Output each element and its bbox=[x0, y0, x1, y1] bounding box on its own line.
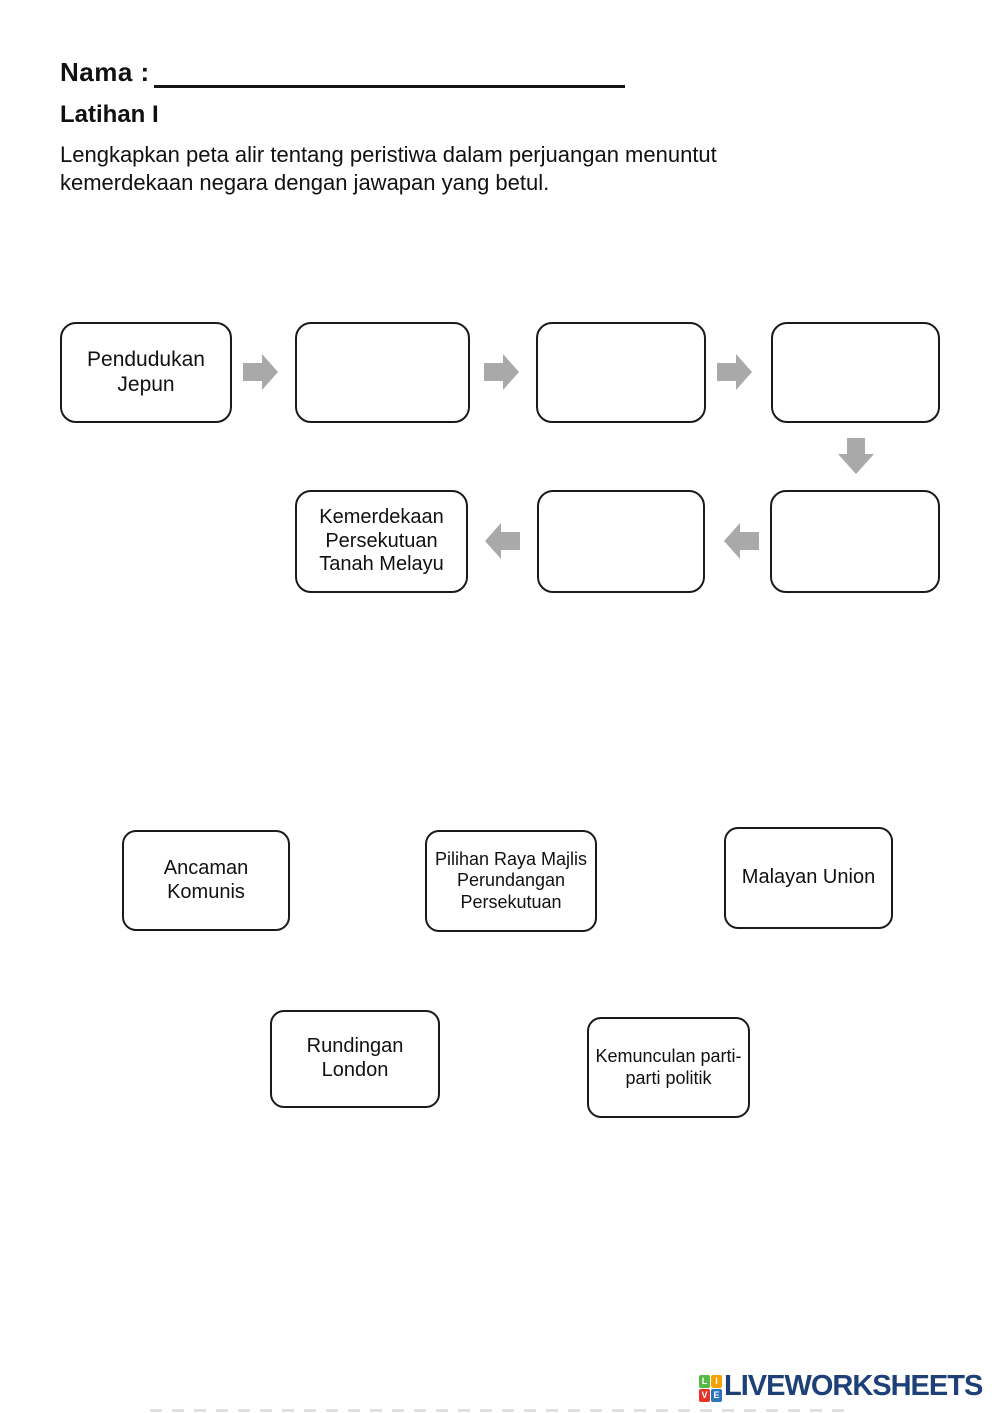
arrow-left-icon bbox=[723, 521, 759, 561]
flow-box-step-1: Pendudukan Jepun bbox=[60, 322, 232, 423]
logo-letter-e: E bbox=[711, 1388, 722, 1402]
liveworksheets-wordmark: LIVEWORKSHEETS bbox=[724, 1370, 983, 1402]
word-bank-kemunculan-parti[interactable]: Kemunculan parti-parti politik bbox=[587, 1017, 750, 1118]
cutoff-text-artifact bbox=[150, 1409, 850, 1412]
exercise-title: Latihan I bbox=[60, 101, 159, 128]
instructions: Lengkapkan peta alir tentang peristiwa d… bbox=[60, 141, 860, 197]
flow-box-final-label: Kemerdekaan Persekutuan Tanah Melayu bbox=[319, 506, 444, 576]
word-bank-malayan-union[interactable]: Malayan Union bbox=[724, 827, 893, 929]
word-bank-label: Malayan Union bbox=[741, 866, 876, 889]
flow-box-step-1-label: Pendudukan Jepun bbox=[87, 347, 205, 396]
liveworksheets-grid-icon: L I V E bbox=[699, 1374, 722, 1402]
name-row: Nama : bbox=[60, 56, 625, 88]
instructions-line-2: kemerdekaan negara dengan jawapan yang b… bbox=[60, 170, 550, 196]
arrow-down-icon bbox=[836, 438, 876, 475]
word-bank-ancaman-komunis[interactable]: Ancaman Komunis bbox=[122, 830, 290, 931]
logo-letter-v: V bbox=[699, 1388, 710, 1402]
word-bank-label: Kemunculan parti-parti politik bbox=[595, 1046, 742, 1088]
word-bank-label: Ancaman Komunis bbox=[163, 856, 249, 903]
logo-letter-l: L bbox=[699, 1374, 710, 1388]
word-bank-label: Rundingan London bbox=[306, 1035, 404, 1081]
instructions-line-1: Lengkapkan peta alir tentang peristiwa d… bbox=[60, 142, 717, 167]
arrow-right-icon bbox=[484, 352, 520, 392]
flow-empty-box-1[interactable] bbox=[295, 322, 470, 423]
flow-box-final: Kemerdekaan Persekutuan Tanah Melayu bbox=[295, 490, 468, 593]
word-bank-label: Pilihan Raya Majlis Perundangan Persekut… bbox=[434, 849, 588, 912]
word-bank-rundingan-london[interactable]: Rundingan London bbox=[270, 1010, 440, 1108]
logo-letter-i: I bbox=[711, 1374, 722, 1388]
flow-empty-box-5[interactable] bbox=[537, 490, 705, 593]
name-input-line[interactable] bbox=[153, 56, 625, 88]
arrow-right-icon bbox=[717, 352, 753, 392]
flow-empty-box-2[interactable] bbox=[536, 322, 706, 423]
liveworksheets-logo[interactable]: L I V E LIVEWORKSHEETS bbox=[699, 1370, 983, 1403]
word-bank-pilihan-raya[interactable]: Pilihan Raya Majlis Perundangan Persekut… bbox=[425, 830, 597, 932]
name-label: Nama : bbox=[60, 57, 150, 87]
flow-empty-box-3[interactable] bbox=[771, 322, 940, 423]
arrow-left-icon bbox=[484, 521, 520, 561]
flow-empty-box-4[interactable] bbox=[770, 490, 940, 593]
arrow-right-icon bbox=[243, 352, 279, 392]
